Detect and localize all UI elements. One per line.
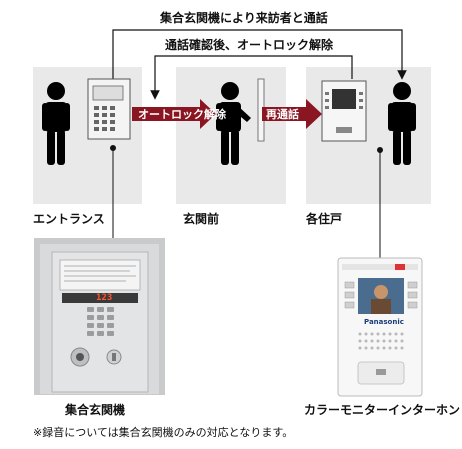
monitor-brand-logo: Panasonic: [364, 318, 404, 326]
resident-figure: [388, 82, 416, 165]
flow-unlock-label: 通話確認後、オートロック解除: [165, 38, 334, 52]
recall-arrow: [262, 99, 322, 129]
footnote: ※録音については集合玄関機のみの対応となります。: [33, 426, 294, 439]
unlock-flow-line: [150, 55, 353, 100]
caption-entrance-unit: 集合玄関機: [65, 403, 126, 417]
unlock-arrow: [132, 99, 216, 129]
caption-monitor: カラーモニターインターホン: [304, 403, 461, 417]
entrance-callout-dot: [110, 145, 116, 151]
visitor-figure: [42, 82, 70, 165]
location-each-unit: 各住戸: [306, 212, 343, 226]
entrance-led-display: 123: [96, 293, 113, 303]
door-visitor-figure: [216, 82, 251, 165]
location-genkan: 玄関前: [183, 212, 220, 226]
flow-call-label: 集合玄関機により来訪者と通話: [160, 11, 328, 25]
monitor-callout-dot: [377, 147, 383, 153]
unlock-arrow-label: オートロック解除: [138, 108, 226, 121]
recall-arrow-label: 再通話: [266, 108, 299, 121]
location-entrance: エントランス: [33, 212, 105, 226]
call-flow-line: [112, 29, 407, 80]
